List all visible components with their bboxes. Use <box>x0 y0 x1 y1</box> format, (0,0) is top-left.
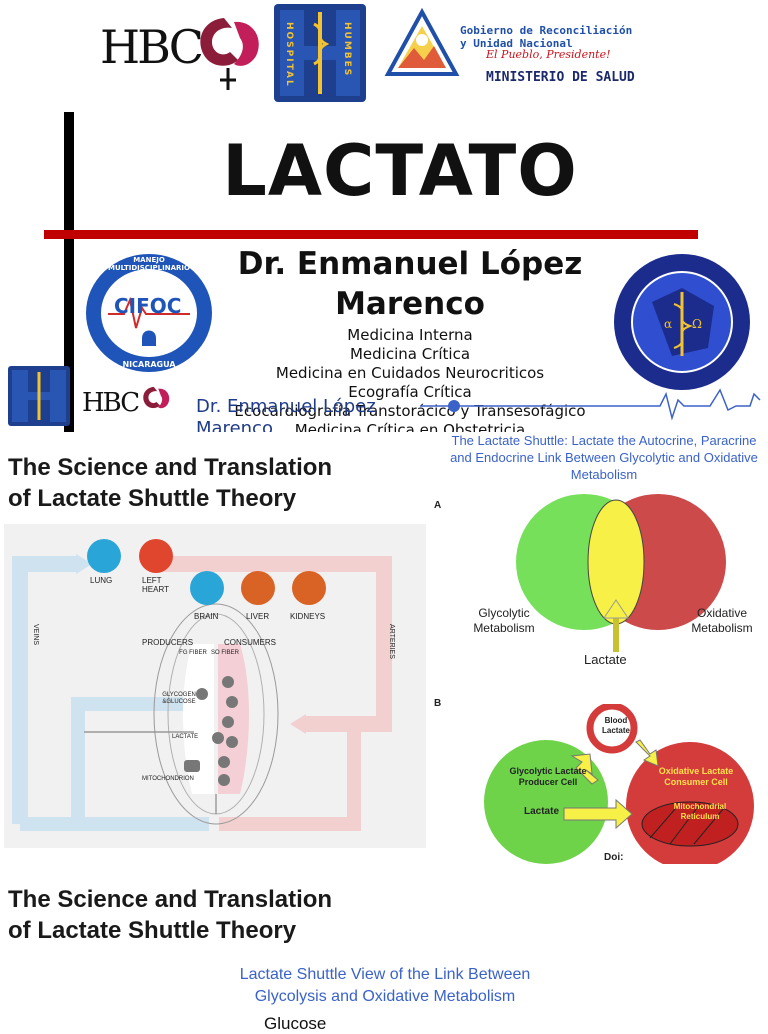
cell-shuttle-diagram <box>484 704 754 864</box>
so-fiber-label: SO FIBER <box>210 650 239 656</box>
producers-label: PRODUCERS <box>142 638 194 647</box>
footer-female-profile-icon <box>143 386 170 409</box>
specialty-4: Ecografía Crítica <box>348 383 472 401</box>
oxidative-label: Oxidative Metabolism <box>691 606 753 635</box>
shuttle-title: The Lactate Shuttle: Lactate the Autocri… <box>440 432 768 483</box>
slide2-heading: The Science and Translation of Lactate S… <box>8 452 332 514</box>
hospital-h-icon <box>280 10 360 96</box>
specialty-2: Medicina Crítica <box>349 345 471 363</box>
ecg-line-icon <box>420 388 761 421</box>
slide2-heading-line1: The Science and Translation <box>8 454 333 481</box>
footer-author-line1: Dr. Enmanuel López <box>196 396 376 417</box>
female-profile-icon <box>200 18 259 90</box>
org-ring-text: ORGANIZACIÓN NICARAGÜENSE DE MEDICINA Y … <box>612 252 613 253</box>
slide3-partial-text: Glucose <box>264 1014 327 1033</box>
lactate-circulation-diagram: LUNG LEFT HEART BRAIN LIVER KIDNEYS VEIN… <box>4 524 426 848</box>
ministry-name: MINISTERIO DE SALUD <box>486 70 635 85</box>
organ-liver-label: LIVER <box>246 612 270 621</box>
author-name: Dr. Enmanuel López Marenco <box>237 246 583 322</box>
mito-reticulum-label: Mitochondrial Reticulum <box>673 802 727 821</box>
panel-a-label: A <box>434 500 442 511</box>
footer-author-line2: Marenco <box>196 418 273 432</box>
hbc-logo: HBC <box>100 14 259 90</box>
hospital-left-text: HOSPITAL <box>284 22 294 88</box>
cifoc-name: CIFOC <box>114 294 182 318</box>
specialty-1: Medicina Interna <box>347 326 473 344</box>
circulation-loops <box>12 539 392 831</box>
organ-heart-label: LEFT HEART <box>142 576 169 594</box>
glycolytic-label: Glycolytic Metabolism <box>473 606 535 635</box>
org-logo: α Ω ORGANIZACIÓN NICARAGÜENSE DE MEDICIN… <box>612 252 752 392</box>
slide3-heading-line2: of Lactate Shuttle Theory <box>8 917 297 944</box>
hospital-logo: HOSPITAL HUMBES <box>274 4 366 102</box>
government-line2: y Unidad Nacional <box>460 37 573 50</box>
vertical-black-bar <box>64 112 74 432</box>
organ-brain-label: BRAIN <box>194 612 219 621</box>
footer-author: Dr. Enmanuel López Marenco <box>196 396 376 432</box>
blood-lactate-label: Blood Lactate <box>601 716 630 735</box>
hospital-right-text: HUMBES <box>342 22 352 78</box>
organ-lung-label: LUNG <box>90 576 113 585</box>
lactate-venn-label: Lactate <box>584 652 627 667</box>
glycogen-label: GLYCOGEN &GLUCOSE <box>162 692 196 705</box>
footer-hbc-text: HBC <box>82 388 140 418</box>
government-name: Gobierno de Reconciliación y Unidad Naci… <box>460 24 632 50</box>
footer-hospital-logo <box>8 366 70 426</box>
government-line1: Gobierno de Reconciliación <box>460 24 633 37</box>
specialty-3: Medicina en Cuidados Neurocriticos <box>275 364 545 382</box>
cifoc-ring-bottom: NICARAGUA <box>122 360 176 369</box>
specialty-6: Medicina Crítica en Obstetricia <box>294 421 526 432</box>
slide-1: HBC HOSPITAL HUMBES Gobierno de Reconcil… <box>0 0 768 432</box>
organ-kidneys-label: KIDNEYS <box>290 612 326 621</box>
consumers-label: CONSUMERS <box>224 638 277 647</box>
panel-b-label: B <box>434 698 442 709</box>
producer-cell-label: Glycolytic Lactate Producer Cell <box>509 766 587 787</box>
hbc-logo-text: HBC <box>100 20 204 74</box>
cifoc-logo: CIFOC MANEJO MULTIDISCIPLINARIO NICARAGU… <box>84 252 214 374</box>
footer-hospital-h-icon <box>12 370 66 422</box>
org-caduceus-icon: α Ω <box>614 254 750 390</box>
shuttle-title-rest: Lactate the Autocrine, Paracrine and End… <box>450 433 758 482</box>
arteries-label: ARTERIES <box>388 624 395 659</box>
cifoc-ring-icon <box>86 254 212 372</box>
slide3-heading-line1: The Science and Translation <box>8 886 333 913</box>
venn-diagram <box>516 494 726 652</box>
government-emblem-icon <box>384 8 460 76</box>
slide3-subtitle-line2: Glycolysis and Oxidative Metabolism <box>254 988 516 1005</box>
mitochondrion-label: MITOCHONDRION <box>142 776 194 782</box>
shuttle-title-prefix: The Lactate Shuttle: <box>451 433 568 448</box>
svg-text:Ω: Ω <box>692 317 702 331</box>
svg-text:α: α <box>664 317 672 331</box>
footer-hbc-logo: HBC <box>82 386 170 418</box>
slide-3: The Science and Translation of Lactate S… <box>0 864 768 1024</box>
slide2-heading-line2: of Lactate Shuttle Theory <box>8 485 297 512</box>
doi-label: Doi: <box>604 852 624 863</box>
consumer-cell-label: Oxidative Lactate Consumer Cell <box>658 766 734 787</box>
red-divider <box>44 230 698 239</box>
fg-fiber-label: FG FIBER <box>179 650 207 656</box>
slide3-heading: The Science and Translation of Lactate S… <box>8 884 332 946</box>
slide-2: The Science and Translation of Lactate S… <box>0 432 768 864</box>
lactate-label: LACTATE <box>172 734 199 740</box>
government-slogan: El Pueblo, Presidente! <box>486 48 611 61</box>
lactate-cell-label: Lactate <box>524 806 560 817</box>
cifoc-ring-top: MANEJO MULTIDISCIPLINARIO <box>108 256 190 272</box>
slide-title: LACTATO <box>222 130 578 212</box>
slide3-subtitle: Lactate Shuttle View of the Link Between… <box>160 964 610 1008</box>
veins-label: VEINS <box>32 624 39 646</box>
slide3-subtitle-line1: Lactate Shuttle View of the Link Between <box>239 966 531 983</box>
